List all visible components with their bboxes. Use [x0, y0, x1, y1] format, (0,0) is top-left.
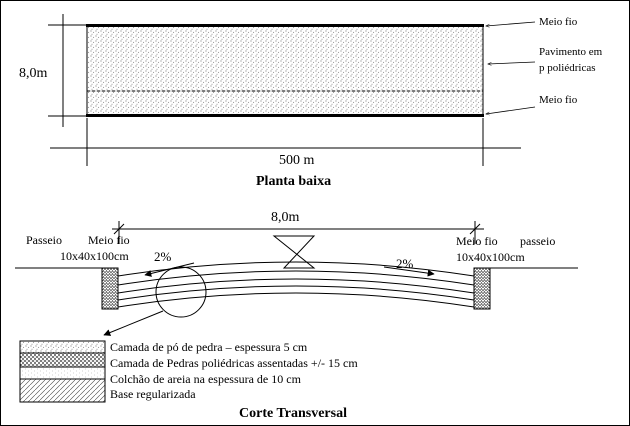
callout-bottom-label: Meio fio: [539, 94, 578, 106]
left-curb-dims: 10x40x100cm: [60, 249, 129, 263]
right-curb-dims: 10x40x100cm: [456, 250, 525, 264]
right-walk-label: passeio: [520, 234, 556, 248]
callout-middle-label-2: p poliédricas: [539, 62, 596, 74]
legend-swatch-base: [19, 378, 106, 403]
callout-middle-label-1: Pavimento em: [539, 46, 603, 58]
left-walk-label: Passeio: [26, 233, 62, 247]
plan-title: Planta baixa: [256, 174, 332, 189]
section-title: Corte Transversal: [239, 406, 347, 421]
section-curb-right: [473, 267, 491, 310]
pavement-layer-5: [117, 292, 475, 308]
section-curb-left: [101, 267, 119, 310]
crown-marker: [272, 235, 316, 269]
legend-label-base: Base regularizada: [110, 387, 196, 401]
left-curb-label: Meio fio: [88, 233, 130, 247]
slope-arrow-left: [144, 262, 195, 277]
detail-circle: [155, 266, 207, 318]
legend-swatch-sand-bed: [19, 366, 106, 380]
right-curb-label: Meio fio: [456, 234, 498, 248]
slope-arrow-right: [383, 266, 435, 277]
plan-view: [48, 14, 536, 166]
legend-swatches: [19, 340, 106, 403]
pavement-layer-3: [117, 278, 475, 294]
detail-leader-arrow: [103, 310, 164, 336]
section-view: [15, 221, 578, 336]
slope-right-label: 2%: [396, 256, 414, 271]
legend-swatch-stone-dust: [19, 340, 106, 354]
section-width-label: 8,0m: [271, 210, 300, 225]
plan-road-surface: [86, 25, 484, 116]
callout-arrow-top: [486, 21, 536, 26]
plan-width-label: 8,0m: [19, 66, 48, 81]
slope-left-label: 2%: [154, 249, 172, 264]
pavement-layer-4: [117, 285, 475, 301]
callout-arrow-bottom: [486, 106, 536, 114]
pavement-layer-2: [117, 270, 475, 286]
legend-label-stone-dust: Camada de pó de pedra – espessura 5 cm: [110, 340, 308, 354]
legend-swatch-polyhedral-stones: [19, 352, 106, 368]
plan-length-label: 500 m: [279, 153, 315, 168]
legend-label-sand-bed: Colchão de areia na espessura de 10 cm: [110, 372, 301, 386]
legend-label-polyhedral-stones: Camada de Pedras poliédricas assentadas …: [110, 356, 358, 370]
callout-arrow-middle: [488, 61, 536, 64]
callout-top-label: Meio fio: [539, 16, 578, 28]
